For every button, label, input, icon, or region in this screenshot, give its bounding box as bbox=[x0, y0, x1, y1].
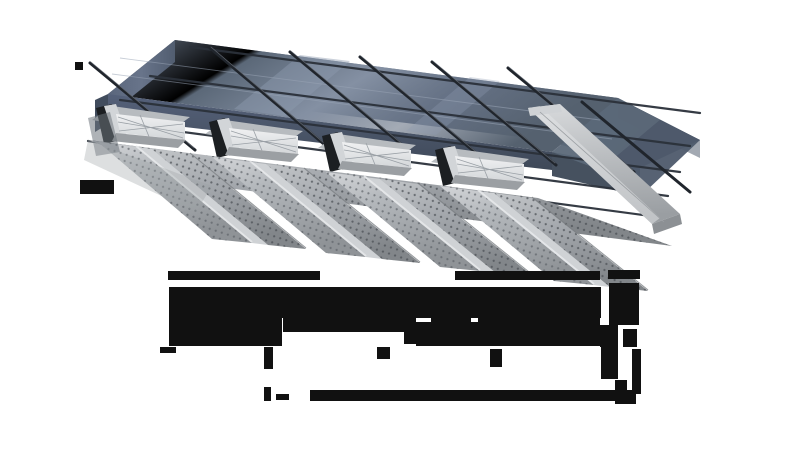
steel-deck-group bbox=[88, 140, 672, 291]
edge-trim-group bbox=[528, 104, 682, 234]
concrete-slab-group bbox=[95, 40, 700, 196]
rib-mesh-group bbox=[92, 104, 529, 190]
